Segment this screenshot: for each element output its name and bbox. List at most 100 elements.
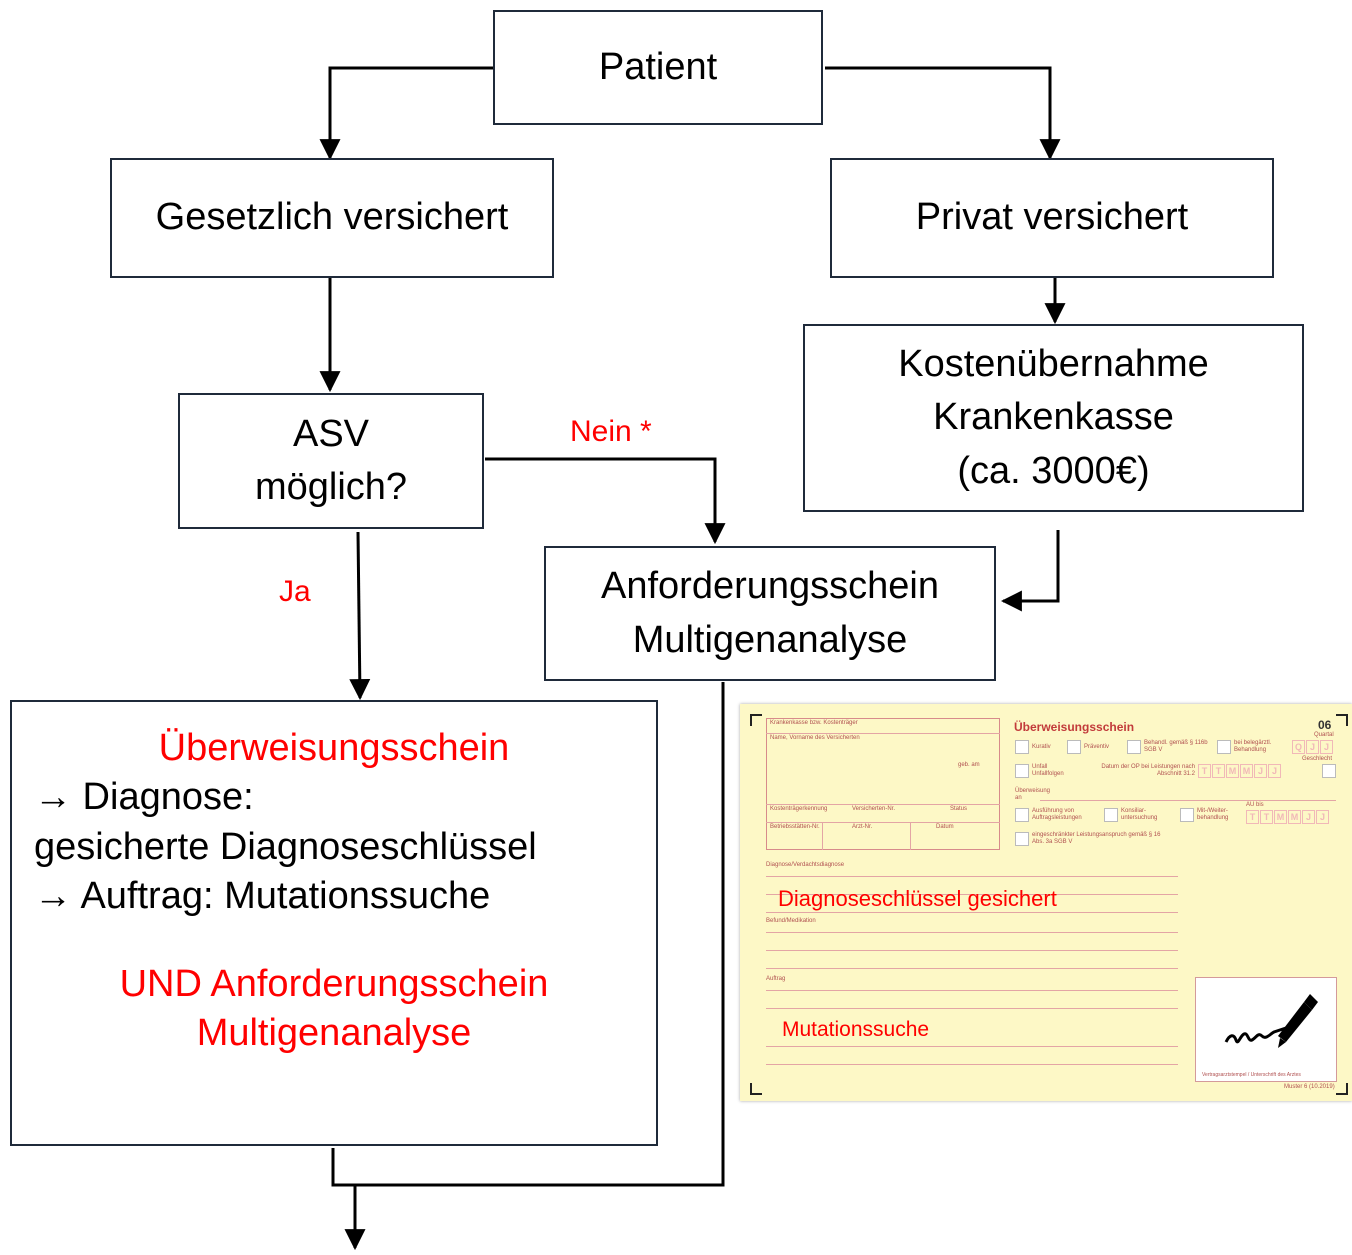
form-stempel-label: Vertragsarztstempel / Unterschrift des A… bbox=[1202, 1072, 1301, 1078]
ausfuehrung-checkbox[interactable] bbox=[1015, 808, 1029, 822]
digit-box: J bbox=[1316, 810, 1329, 824]
form-ueberweisung-an-label: Überweisung an bbox=[1015, 788, 1051, 801]
arrow-patient-to-privat bbox=[825, 66, 1061, 161]
digit-box: T bbox=[1212, 764, 1225, 778]
ueberweisung-schluessel-line: gesicherte Diagnoseschlüssel bbox=[34, 825, 537, 868]
form-diagnose-fill: Diagnoseschlüssel gesichert bbox=[778, 886, 1057, 911]
nein-edge-label: Nein * bbox=[570, 415, 652, 448]
ueberweisung-diagnose-line: → Diagnose: bbox=[34, 776, 254, 819]
form-corner-tl bbox=[750, 714, 762, 726]
digit-box: M bbox=[1226, 764, 1239, 778]
digit-box: J bbox=[1302, 810, 1315, 824]
form-divider bbox=[910, 822, 911, 850]
form-line bbox=[766, 1064, 1178, 1065]
anford-label-line1: Anforderungsschein bbox=[601, 565, 939, 608]
asv-box: ASV möglich? bbox=[178, 393, 484, 529]
eingeschraenkt-checkbox[interactable] bbox=[1015, 832, 1029, 846]
digit-box: T bbox=[1246, 810, 1259, 824]
form-line bbox=[766, 990, 1178, 991]
arrow-asv-ja-to-ueberweisung bbox=[349, 531, 371, 701]
unfall-checkbox[interactable] bbox=[1015, 764, 1029, 778]
form-versicherten-label: Versicherten-Nr. bbox=[852, 806, 896, 812]
form-diagnose-label: Diagnose/Verdachtsdiagnose bbox=[766, 862, 845, 868]
form-praeventiv-label: Präventiv bbox=[1084, 744, 1110, 750]
digit-box: J bbox=[1320, 740, 1333, 754]
anford-label-line2: Multigenanalyse bbox=[632, 618, 908, 661]
geschlecht-checkbox[interactable] bbox=[1322, 764, 1336, 778]
form-corner-br bbox=[1336, 1083, 1348, 1095]
gesetzlich-label: Gesetzlich versichert bbox=[155, 196, 509, 239]
form-signature-box: Vertragsarztstempel / Unterschrift des A… bbox=[1195, 977, 1337, 1082]
form-konsiliar-label: Konsiliar- untersuchung bbox=[1121, 808, 1158, 821]
form-line bbox=[766, 876, 1178, 877]
asv-label-line2: möglich? bbox=[254, 466, 408, 508]
asv-label-line1: ASV bbox=[292, 412, 370, 455]
digit-box: T bbox=[1198, 764, 1211, 778]
form-muster-label: Muster 6 (10.2019) bbox=[1284, 1084, 1335, 1090]
form-datum-label: Datum bbox=[936, 824, 954, 830]
mitweiter-checkbox[interactable] bbox=[1180, 808, 1194, 822]
form-divider bbox=[822, 822, 823, 850]
form-geb-label: geb. am bbox=[958, 762, 980, 768]
privat-label: Privat versichert bbox=[915, 196, 1189, 239]
form-corner-tr bbox=[1336, 714, 1348, 726]
form-line bbox=[766, 968, 1178, 969]
praeventiv-checkbox[interactable] bbox=[1067, 740, 1081, 754]
ueberweisung-auftrag-line: → Auftrag: Mutationssuche bbox=[34, 875, 491, 918]
form-datum-op-label: Datum der OP bei Leistungen nach Abschni… bbox=[1101, 764, 1195, 777]
form-krankenkasse-label: Krankenkasse bzw. Kostenträger bbox=[770, 720, 858, 726]
form-status-label: Status bbox=[950, 806, 968, 812]
digit-box: M bbox=[1240, 764, 1253, 778]
digit-box: Q bbox=[1292, 740, 1305, 754]
arrow-kosten-to-anford bbox=[1000, 530, 1060, 612]
arrow-asv-nein-to-anford bbox=[485, 457, 726, 545]
form-belegaerztl-label: bei belegärztl. Behandlung bbox=[1234, 740, 1272, 753]
ueberweisungsschein-form: Krankenkasse bzw. Kostenträger Name, Vor… bbox=[740, 704, 1352, 1101]
digit-box: M bbox=[1288, 810, 1301, 824]
form-mitweiter-label: Mit-/Weiter- behandlung bbox=[1197, 808, 1229, 821]
ueberweisung-und-line1: UND Anforderungsschein bbox=[119, 962, 549, 1005]
digit-box: T bbox=[1260, 810, 1273, 824]
kosten-box: Kostenübernahme Krankenkasse (ca. 3000€) bbox=[803, 324, 1304, 512]
ueberweisung-title: Überweisungsschein bbox=[158, 727, 510, 769]
kosten-label-line3: (ca. 3000€) bbox=[957, 449, 1150, 492]
form-unfall-label: Unfall Unfallfolgen bbox=[1032, 764, 1064, 777]
behandl-checkbox[interactable] bbox=[1127, 740, 1141, 754]
form-eingeschraenkt-label: eingeschränkter Leistungsanspruch gemäß … bbox=[1032, 832, 1161, 845]
form-divider bbox=[766, 733, 1000, 734]
line-anford-to-merge bbox=[331, 682, 725, 1187]
form-arzt-label: Arzt-Nr. bbox=[852, 824, 873, 830]
arrow-patient-to-gesetzlich bbox=[319, 66, 493, 161]
privat-box: Privat versichert bbox=[830, 158, 1274, 278]
patient-label: Patient bbox=[598, 45, 718, 88]
form-bsnr-label: Betriebsstätten-Nr. bbox=[770, 824, 820, 830]
form-au-bis-label: AU bis bbox=[1246, 802, 1264, 808]
form-auftrag-fill: Mutationssuche bbox=[782, 1018, 930, 1041]
form-quartal-label: Quartal bbox=[1314, 732, 1334, 738]
form-line bbox=[766, 1008, 1178, 1009]
konsiliar-checkbox[interactable] bbox=[1104, 808, 1118, 822]
kurativ-checkbox[interactable] bbox=[1015, 740, 1029, 754]
ja-edge-label: Ja bbox=[279, 575, 311, 608]
digit-box: J bbox=[1254, 764, 1267, 778]
anford-box: Anforderungsschein Multigenanalyse bbox=[544, 546, 996, 681]
patient-box: Patient bbox=[493, 10, 823, 125]
form-divider bbox=[766, 822, 1000, 823]
kosten-label-line1: Kostenübernahme bbox=[898, 343, 1209, 386]
form-patient-block bbox=[766, 718, 1000, 850]
form-number: 06 bbox=[1318, 718, 1332, 732]
form-ausfuehrung-label: Ausführung von Auftragsleistungen bbox=[1032, 808, 1082, 821]
form-line bbox=[766, 894, 1178, 895]
form-title: Überweisungsschein bbox=[1014, 720, 1135, 734]
digit-box: J bbox=[1268, 764, 1281, 778]
digit-box: M bbox=[1274, 810, 1287, 824]
ueberweisung-und-line2: Multigenanalyse bbox=[196, 1011, 472, 1054]
belegaerztl-checkbox[interactable] bbox=[1217, 740, 1231, 754]
signature-pen-icon bbox=[1224, 994, 1318, 1048]
ueberweisung-box: Überweisungsschein → Diagnose: gesichert… bbox=[10, 700, 658, 1146]
form-line bbox=[766, 912, 1178, 913]
form-auftrag-label: Auftrag bbox=[766, 976, 786, 982]
kosten-label-line2: Krankenkasse bbox=[933, 396, 1174, 439]
form-divider bbox=[766, 804, 1000, 805]
